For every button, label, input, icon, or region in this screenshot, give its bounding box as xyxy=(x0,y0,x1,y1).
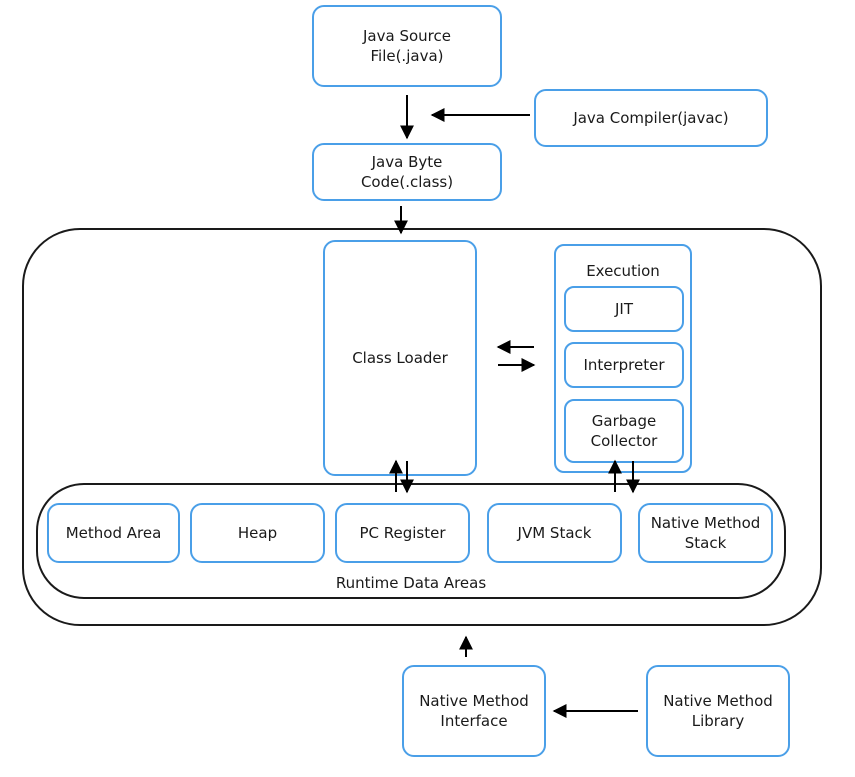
java-byte-code-box: Java Byte Code(.class) xyxy=(312,143,502,201)
jvm-stack-box: JVM Stack xyxy=(487,503,622,563)
java-compiler-box: Java Compiler(javac) xyxy=(534,89,768,147)
native-method-interface-box: Native Method Interface xyxy=(402,665,546,757)
pc-register-box: PC Register xyxy=(335,503,470,563)
execution-label: Execution xyxy=(586,262,660,280)
native-method-stack-box: Native Method Stack xyxy=(638,503,773,563)
native-method-library-box: Native Method Library xyxy=(646,665,790,757)
garbage-collector-box: Garbage Collector xyxy=(564,399,684,463)
method-area-box: Method Area xyxy=(47,503,180,563)
execution-container xyxy=(554,244,692,473)
runtime-data-areas-label: Runtime Data Areas xyxy=(335,574,487,592)
java-source-file-box: Java Source File(.java) xyxy=(312,5,502,87)
interpreter-box: Interpreter xyxy=(564,342,684,388)
heap-box: Heap xyxy=(190,503,325,563)
jvm-container xyxy=(22,228,822,626)
jit-box: JIT xyxy=(564,286,684,332)
class-loader-box: Class Loader xyxy=(323,240,477,476)
